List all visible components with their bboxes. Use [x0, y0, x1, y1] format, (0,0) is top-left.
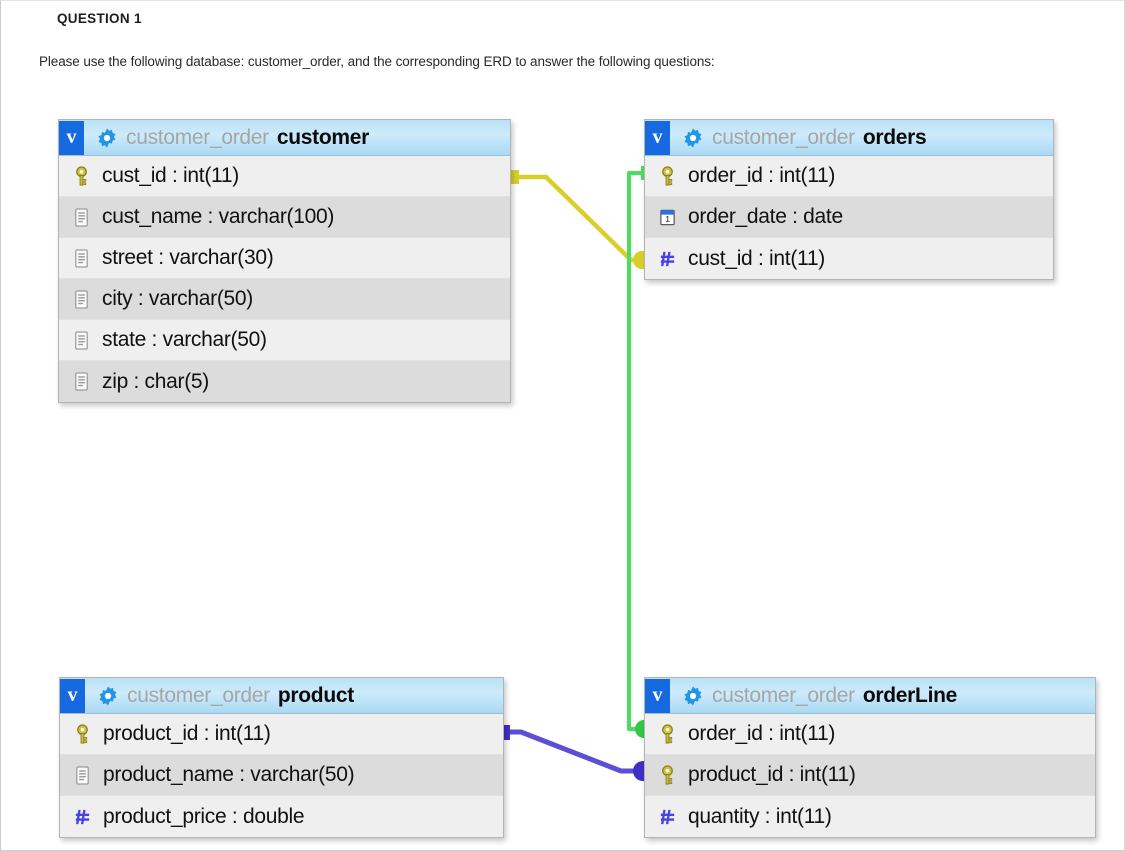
column-label: order_id : int(11)	[688, 164, 836, 187]
column-label: cust_name : varchar(100)	[102, 205, 335, 228]
column-label: product_id : int(11)	[688, 763, 856, 786]
view-badge-icon: v	[645, 120, 670, 155]
key-icon	[77, 723, 88, 744]
key-icon	[662, 165, 673, 186]
relationship-customer-orders	[505, 170, 651, 269]
table-name-product: product	[277, 683, 354, 707]
column-label: cust_id : int(11)	[102, 164, 239, 187]
column-label: state : varchar(50)	[102, 328, 267, 351]
column-row-city[interactable]: city : varchar(50)	[59, 279, 510, 320]
erd-table-orderline[interactable]: v customer_order orderLine order_id : in…	[644, 677, 1096, 838]
column-label: product_id : int(11)	[103, 722, 271, 745]
schema-label-orders: customer_order	[712, 125, 855, 149]
column-label: product_name : varchar(50)	[103, 763, 355, 786]
column-row-cust-name[interactable]: cust_name : varchar(100)	[59, 197, 510, 238]
view-badge-icon: v	[59, 120, 84, 155]
column-label: order_date : date	[688, 205, 843, 228]
text-icon	[75, 330, 88, 350]
svg-text:1: 1	[665, 214, 670, 224]
relationship-product-orderline	[495, 725, 653, 781]
column-label: quantity : int(11)	[688, 804, 832, 828]
gear-icon	[98, 127, 116, 148]
schema-label-customer: customer_order	[126, 125, 269, 149]
gear-icon	[684, 685, 702, 706]
column-row-product-price[interactable]: product_price : double	[60, 796, 503, 837]
column-row-ol-product-id[interactable]: product_id : int(11)	[645, 755, 1095, 796]
calendar-icon: 1	[660, 209, 675, 225]
erd-table-orders[interactable]: v customer_order orders order_id : int(1…	[644, 119, 1054, 280]
erd-table-product[interactable]: v customer_order product product_id : in…	[59, 677, 504, 838]
table-name-customer: customer	[276, 125, 370, 149]
gear-icon	[684, 127, 702, 148]
text-icon	[75, 207, 88, 227]
key-icon	[662, 764, 673, 785]
table-header-customer[interactable]: v customer_order customer	[59, 120, 510, 156]
table-header-product[interactable]: v customer_order product	[60, 678, 503, 714]
column-row-cust-id-fk[interactable]: cust_id : int(11)	[645, 238, 1053, 279]
key-icon	[662, 723, 673, 744]
column-row-quantity[interactable]: quantity : int(11)	[645, 796, 1095, 837]
column-label: product_price : double	[103, 804, 305, 828]
column-row-street[interactable]: street : varchar(30)	[59, 238, 510, 279]
column-row-zip[interactable]: zip : char(5)	[59, 361, 510, 402]
column-label: order_id : int(11)	[688, 722, 836, 745]
column-row-product-id[interactable]: product_id : int(11)	[60, 714, 503, 755]
gear-icon	[99, 685, 117, 706]
text-icon	[75, 289, 88, 309]
column-row-cust-id[interactable]: cust_id : int(11)	[59, 156, 510, 197]
view-badge-icon: v	[60, 678, 85, 713]
table-name-orderline: orderLine	[862, 683, 958, 707]
schema-label-product: customer_order	[127, 683, 270, 707]
page-title: QUESTION 1	[57, 11, 142, 26]
table-name-orders: orders	[862, 125, 927, 149]
column-label: cust_id : int(11)	[688, 246, 825, 270]
text-icon	[76, 765, 89, 785]
schema-label-orderline: customer_order	[712, 683, 855, 707]
text-icon	[75, 248, 88, 268]
question-prompt: Please use the following database: custo…	[39, 54, 715, 69]
erd-table-customer[interactable]: v customer_order customer cust_id : int(…	[58, 119, 511, 403]
hash-icon	[75, 809, 90, 825]
hash-icon	[660, 809, 675, 825]
key-icon	[76, 165, 87, 186]
column-label: zip : char(5)	[102, 369, 209, 393]
column-label: city : varchar(50)	[102, 287, 253, 310]
column-row-ol-order-id[interactable]: order_id : int(11)	[645, 714, 1095, 755]
column-label: street : varchar(30)	[102, 246, 274, 269]
table-header-orders[interactable]: v customer_order orders	[645, 120, 1053, 156]
view-badge-icon: v	[645, 678, 670, 713]
text-icon	[75, 372, 88, 391]
column-row-product-name[interactable]: product_name : varchar(50)	[60, 755, 503, 796]
column-row-state[interactable]: state : varchar(50)	[59, 320, 510, 361]
column-row-order-id[interactable]: order_id : int(11)	[645, 156, 1053, 197]
table-header-orderline[interactable]: v customer_order orderLine	[645, 678, 1095, 714]
column-row-order-date[interactable]: 1 order_date : date	[645, 197, 1053, 238]
hash-icon	[660, 251, 675, 267]
